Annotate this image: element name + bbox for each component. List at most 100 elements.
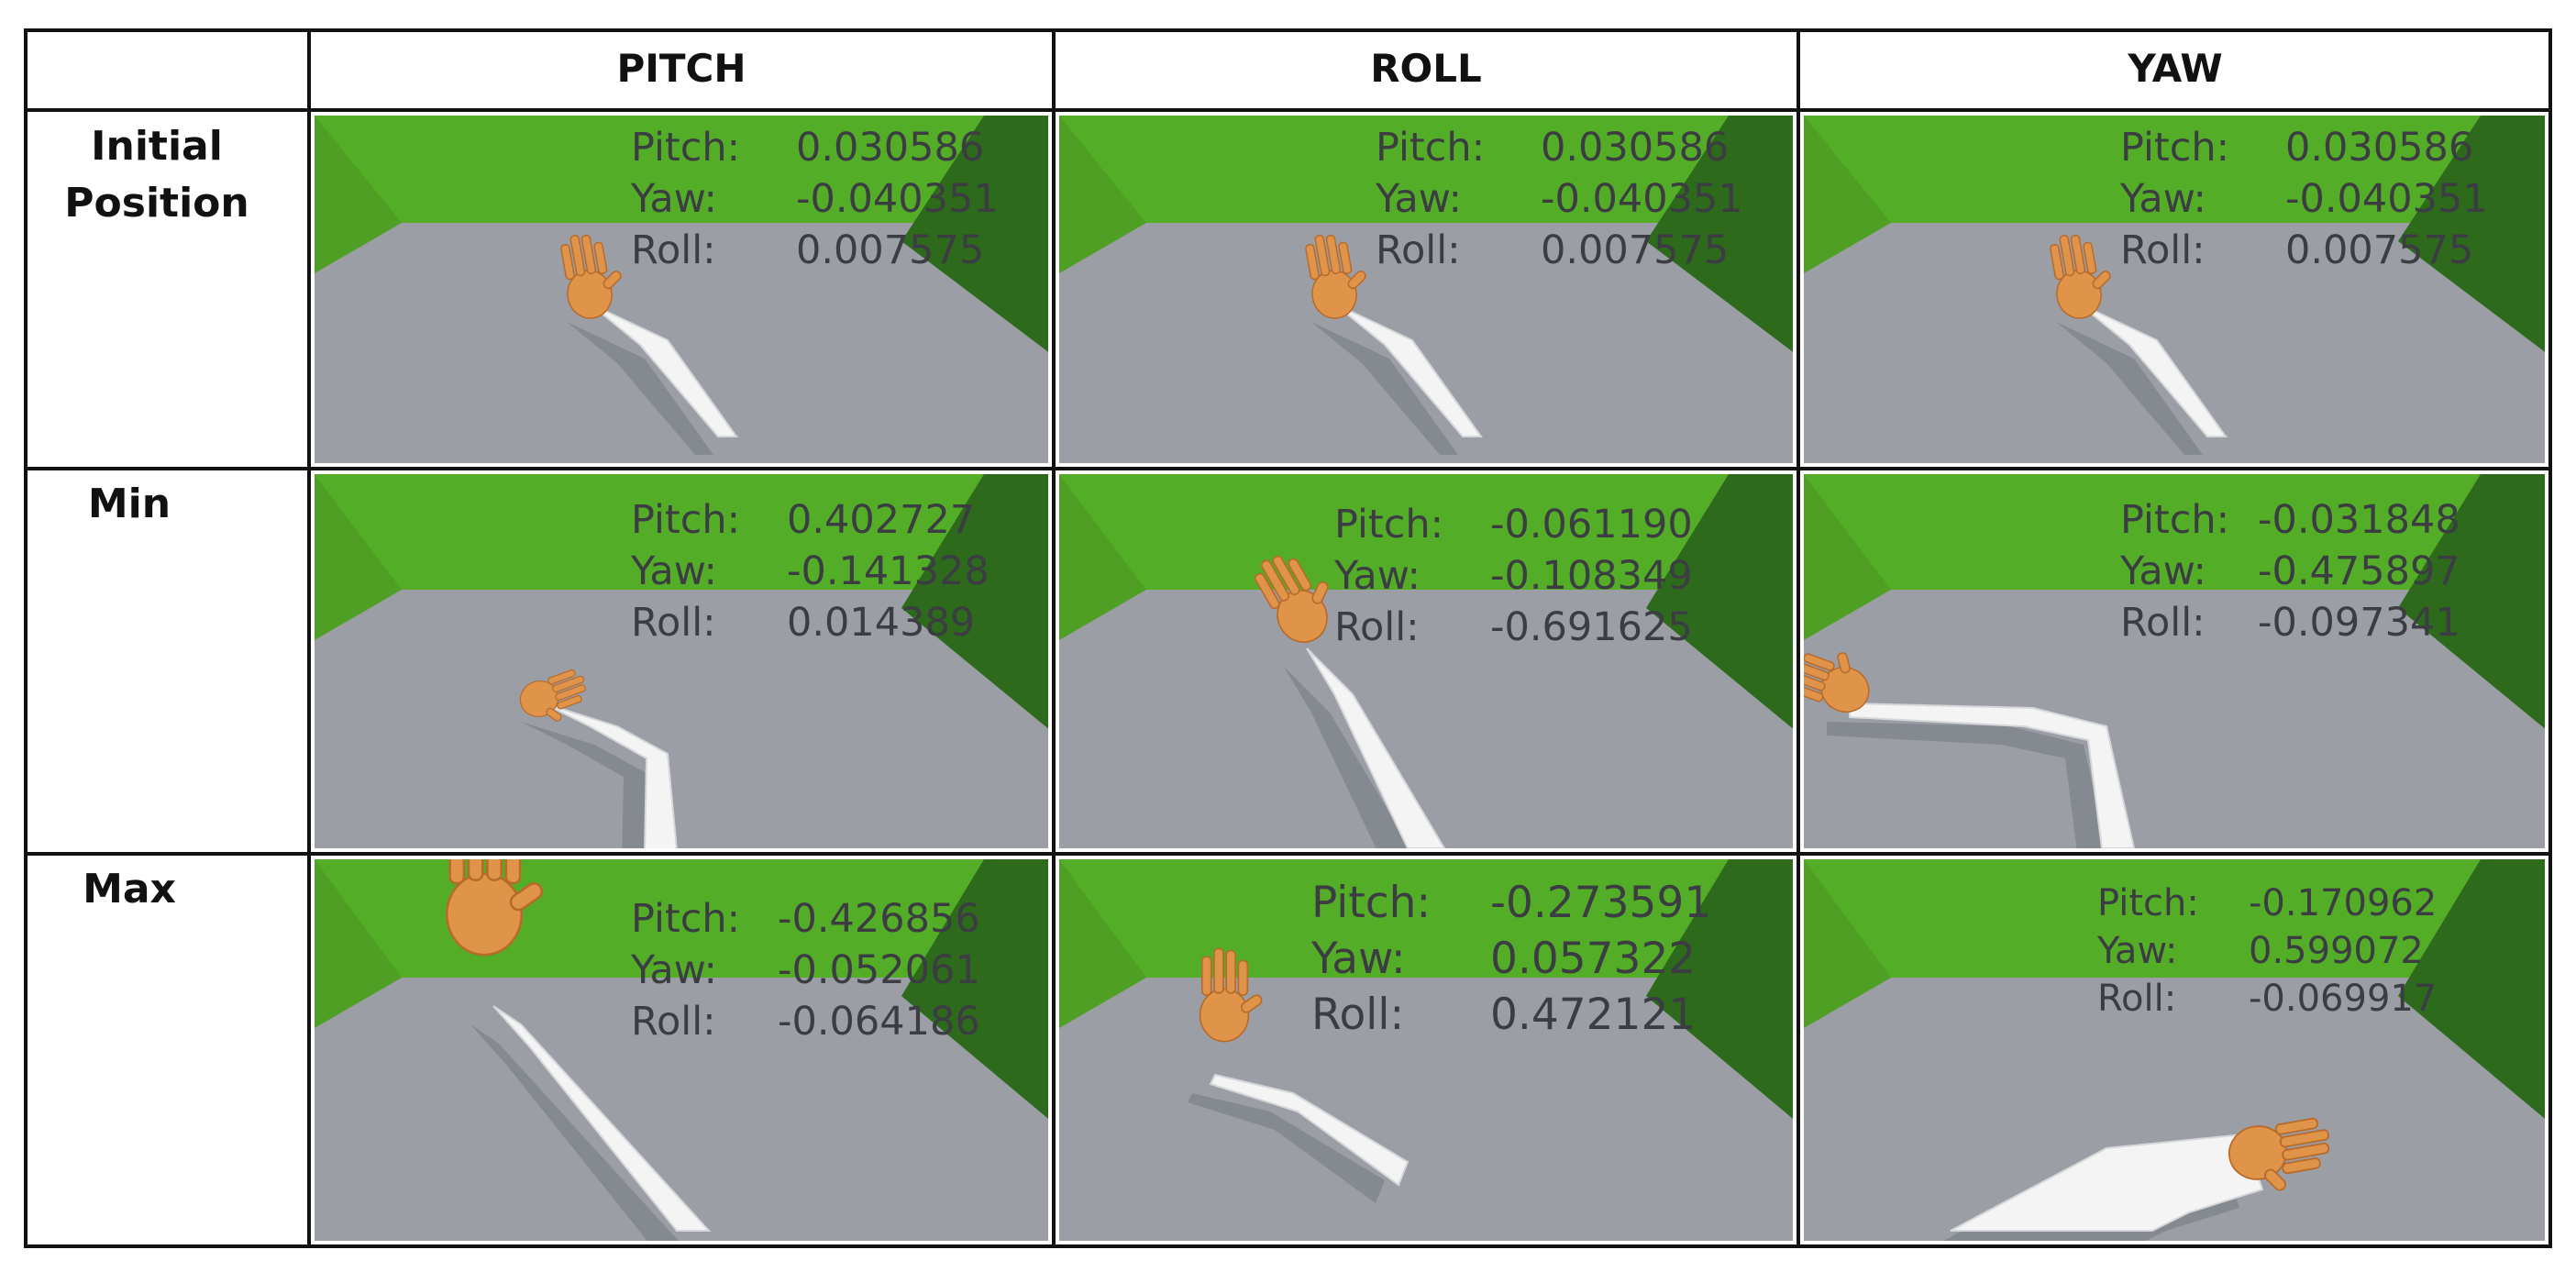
- yaw-value: 0.057322: [1490, 934, 1697, 985]
- hand-model: [1199, 947, 1263, 1043]
- pitch-label: Pitch:: [2120, 497, 2230, 543]
- readout-row-pitch: Pitch:-0.061190: [1334, 502, 1729, 553]
- pitch-label: Pitch:: [1376, 125, 1486, 171]
- hand-model: [2050, 234, 2111, 319]
- row-header-max: Max: [83, 866, 176, 912]
- scene-render: [1059, 474, 1793, 848]
- readout-row-pitch: Pitch: -0.273591: [1311, 878, 1729, 934]
- hand-model: [1804, 652, 1870, 713]
- roll-value: 0.007575: [796, 227, 985, 273]
- roll-value: -0.069917: [2249, 978, 2438, 1020]
- readout-row-pitch: Pitch:-0.170962: [2097, 882, 2487, 930]
- hand-model: [519, 669, 586, 722]
- column-header-pitch: PITCH: [616, 46, 746, 91]
- scene-render: [1059, 116, 1793, 463]
- readout-row-yaw: Yaw:-0.475897: [2120, 548, 2496, 600]
- pitch-value: 0.030586: [796, 125, 985, 171]
- arm-model: [1950, 1133, 2264, 1232]
- roll-value: -0.097341: [2258, 599, 2460, 646]
- arm-model: [492, 1005, 712, 1232]
- readout-row-roll: Roll:0.007575: [1376, 227, 1779, 279]
- column-header-roll: ROLL: [1370, 46, 1482, 91]
- pitch-value: -0.426856: [778, 896, 980, 942]
- roll-label: Roll:: [2120, 227, 2206, 273]
- readout-row-yaw: Yaw:-0.108349: [1334, 553, 1729, 604]
- pitch-value: -0.061190: [1490, 502, 1693, 547]
- readout-row-pitch: Pitch:-0.426856: [631, 896, 1016, 947]
- roll-label: Roll:: [1334, 603, 1420, 650]
- hand-model: [2228, 1117, 2330, 1191]
- hand-model: [445, 859, 544, 957]
- pitch-value: -0.031848: [2258, 497, 2460, 543]
- readout-row-pitch: Pitch:0.030586: [2120, 125, 2524, 176]
- roll-label: Roll:: [1376, 227, 1461, 273]
- yaw-value: -0.040351: [2285, 175, 2488, 222]
- grid-line: [307, 28, 311, 1248]
- arm-model: [1333, 303, 1483, 437]
- yaw-label: Yaw:: [2120, 547, 2206, 594]
- yaw-value: -0.040351: [1541, 175, 1743, 222]
- roll-value: -0.064186: [778, 998, 980, 1045]
- pitch-value: 0.030586: [2285, 125, 2474, 171]
- yaw-label: Yaw:: [2120, 175, 2206, 222]
- grid-line: [24, 852, 2552, 856]
- readout-row-roll: Roll: -0.097341: [2120, 600, 2496, 651]
- readout-row-roll: Roll:-0.064186: [631, 999, 1016, 1050]
- yaw-value: -0.108349: [1490, 552, 1693, 599]
- yaw-label: Yaw:: [1376, 175, 1462, 222]
- pitch-value: 0.402727: [787, 497, 976, 543]
- pitch-label: Pitch:: [631, 497, 741, 543]
- readout-row-yaw: Yaw:0.599072: [2097, 930, 2487, 978]
- row-header-initial-position: Initial Position: [64, 123, 249, 227]
- scene-render: [1804, 116, 2545, 463]
- hand-model: [1305, 234, 1366, 319]
- roll-label: Roll:: [2120, 599, 2206, 646]
- readout-row-yaw: Yaw: -0.040351: [2120, 176, 2524, 227]
- grid-line: [24, 467, 2552, 470]
- readout-row-pitch: Pitch: 0.402727: [631, 497, 1025, 548]
- yaw-value: 0.599072: [2249, 930, 2424, 972]
- scene-render: [1804, 474, 2545, 848]
- pitch-label: Pitch:: [1311, 878, 1432, 928]
- scene-render: [315, 116, 1048, 463]
- readout-row-roll: Roll:-0.069917: [2097, 978, 2487, 1025]
- pitch-label: Pitch:: [631, 125, 741, 171]
- scene-render: [1059, 859, 1793, 1241]
- scene-render: [315, 859, 1048, 1241]
- grid-line: [1052, 28, 1056, 1248]
- roll-label: Roll:: [1311, 990, 1405, 1041]
- scene-render: [315, 474, 1048, 848]
- roll-label: Roll:: [631, 227, 716, 273]
- yaw-value: -0.040351: [796, 175, 999, 222]
- roll-value: -0.691625: [1490, 603, 1693, 650]
- roll-label: Roll:: [631, 599, 716, 646]
- readout-row-yaw: Yaw:-0.052061: [631, 947, 1016, 999]
- yaw-label: Yaw:: [1311, 934, 1406, 985]
- yaw-value: -0.141328: [787, 547, 989, 594]
- readout-row-roll: Roll:0.014389: [631, 600, 1025, 651]
- roll-value: 0.472121: [1490, 990, 1697, 1041]
- row-header-min: Min: [87, 481, 171, 527]
- readout-row-pitch: Pitch: -0.031848: [2120, 497, 2496, 548]
- readout-row-yaw: Yaw:-0.141328: [631, 548, 1025, 600]
- readout-row-roll: Roll: 0.007575: [2120, 227, 2524, 279]
- grid-line: [24, 108, 2552, 112]
- readout-row-yaw: Yaw:-0.040351: [631, 176, 1034, 227]
- roll-value: 0.007575: [2285, 227, 2474, 273]
- yaw-label: Yaw:: [631, 946, 717, 993]
- hand-model: [1254, 555, 1329, 643]
- pitch-value: -0.273591: [1490, 878, 1712, 928]
